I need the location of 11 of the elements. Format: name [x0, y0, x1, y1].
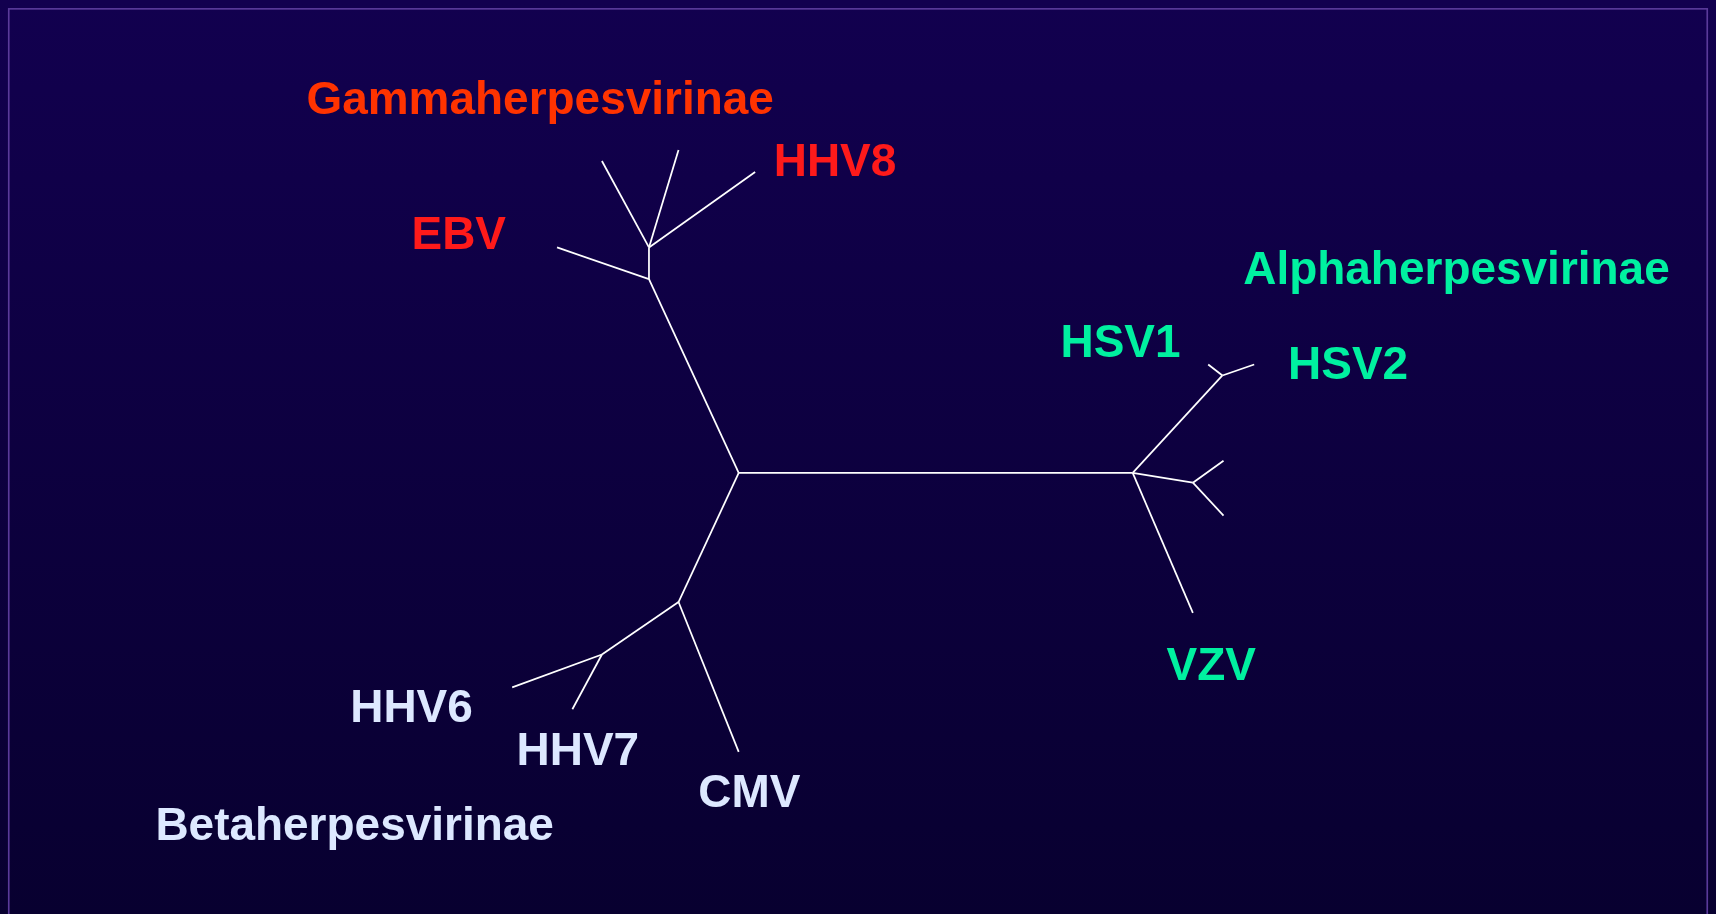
subfamily-label: Betaherpesvirinae	[155, 798, 554, 850]
virus-label: EBV	[411, 207, 506, 259]
virus-label: VZV	[1166, 639, 1256, 690]
virus-label: HHV7	[516, 723, 640, 774]
virus-label: CMV	[698, 765, 801, 817]
subfamily-label: Alphaherpesvirinae	[1243, 242, 1670, 294]
virus-label: HSV1	[1060, 316, 1181, 367]
virus-label: HHV6	[350, 680, 473, 732]
virus-label: HHV8	[773, 134, 897, 186]
subfamily-label: Gammaherpesvirinae	[306, 73, 774, 124]
virus-label: HSV2	[1288, 338, 1409, 389]
